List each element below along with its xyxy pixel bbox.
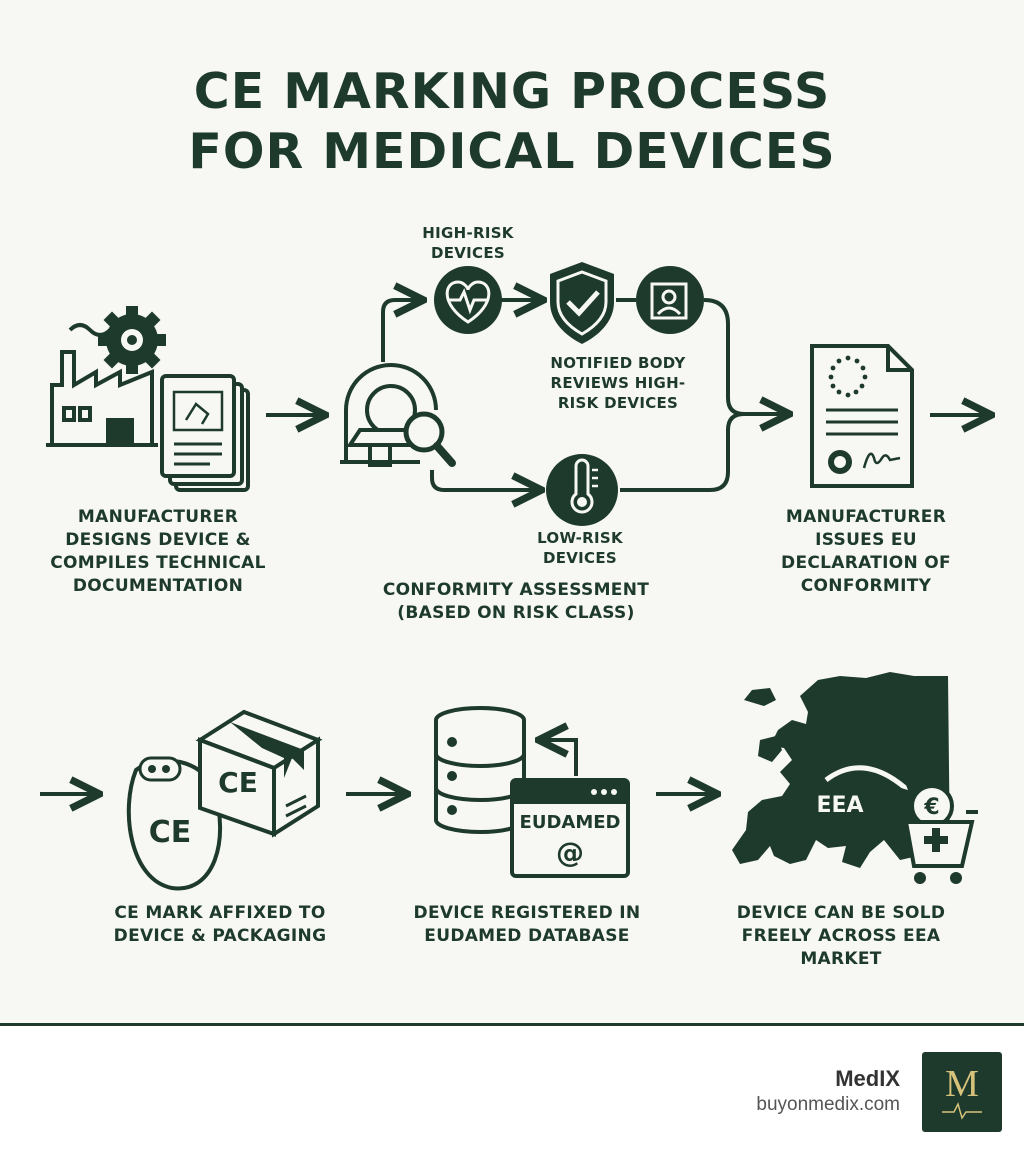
documents-icon: [160, 374, 250, 492]
branch-low-risk: LOW-RISK DEVICES: [537, 529, 623, 567]
low-risk-path: [430, 470, 538, 490]
reviewer-badge-icon: [636, 266, 704, 334]
step-manufacturer-designs: MANUFACTURER DESIGNS DEVICE & COMPILES T…: [50, 507, 266, 596]
page-title: CE MARKING PROCESS FOR MEDICAL DEVICES: [0, 62, 1024, 182]
implant-device-icon: CE: [126, 756, 223, 891]
high-risk-path: [381, 300, 420, 362]
database-icon: [434, 706, 526, 834]
step-notified-body: NOTIFIED BODY REVIEWS HIGH-RISK DEVICES: [550, 354, 686, 412]
magnifier-icon: [403, 411, 456, 467]
eu-declaration-icon: [810, 344, 914, 488]
title-line-2: FOR MEDICAL DEVICES: [188, 123, 836, 180]
ce-box-mark: CE: [218, 766, 258, 799]
process-diagram: CE CE EUDAMED @ EEA: [40, 262, 1024, 891]
shield-check-icon: [550, 262, 614, 344]
package-box-icon: CE: [195, 709, 323, 838]
step-eudamed-registration: DEVICE REGISTERED IN EUDAMED DATABASE: [413, 903, 641, 946]
step-ce-mark: CE MARK AFFIXED TO DEVICE & PACKAGING: [113, 903, 327, 946]
brand-block: MedIX buyonmedix.com: [756, 1066, 900, 1116]
merge-path: [620, 298, 786, 492]
heartbeat-icon: [434, 266, 502, 334]
upload-arrow: [542, 740, 578, 776]
gear-icon: [98, 306, 166, 374]
eudamed-label: EUDAMED: [520, 812, 621, 833]
map-arrow: [824, 768, 912, 794]
eudamed-window-icon: EUDAMED @: [510, 778, 630, 878]
ce-device-mark: CE: [149, 815, 192, 850]
step-eu-declaration: MANUFACTURER ISSUES EU DECLARATION OF CO…: [781, 507, 951, 596]
eea-label: EEA: [816, 793, 863, 818]
brand-name: MedIX: [835, 1066, 900, 1091]
step-conformity-assessment: CONFORMITY ASSESSMENT (BASED ON RISK CLA…: [382, 580, 650, 623]
at-icon: @: [556, 836, 584, 869]
thermometer-icon: [546, 454, 618, 526]
step-sold-eea: DEVICE CAN BE SOLD FREELY ACROSS EEA MAR…: [736, 903, 946, 969]
branch-high-risk: HIGH-RISK DEVICES: [422, 224, 514, 262]
footer-divider: [0, 1023, 1024, 1026]
euro-icon: €: [923, 795, 939, 820]
title-line-1: CE MARKING PROCESS: [193, 63, 831, 120]
factory-icon: [46, 323, 158, 447]
footer: [0, 1026, 1024, 1154]
brand-url[interactable]: buyonmedix.com: [756, 1094, 900, 1115]
medix-logo: M: [922, 1052, 1002, 1132]
logo-pulse-icon: [942, 1101, 982, 1120]
shopping-cart-icon: €: [894, 784, 978, 884]
logo-letter: M: [945, 1063, 979, 1105]
